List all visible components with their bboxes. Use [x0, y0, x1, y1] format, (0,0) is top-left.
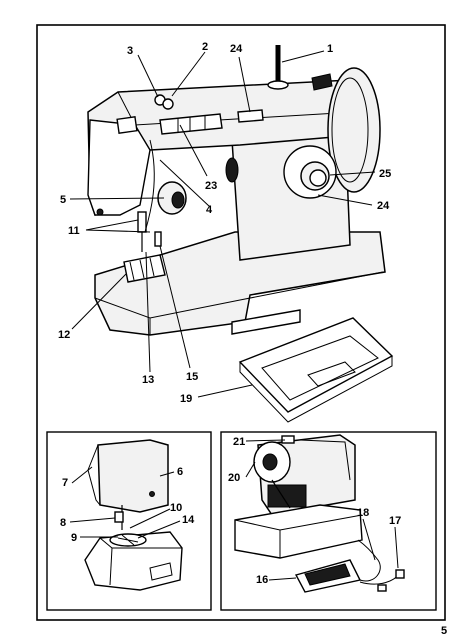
callout-21: 21 [233, 436, 245, 448]
callout-9: 9 [71, 532, 77, 544]
inset-right-callout-labels: 21 20 16 18 17 [228, 436, 401, 586]
inset-left-frame [46, 431, 212, 611]
inset-left-callout-lines [69, 466, 181, 539]
page-number: 5 [441, 625, 447, 637]
callout-22: 23 [205, 180, 217, 192]
callout-25: 25 [379, 168, 391, 180]
callout-12: 12 [58, 329, 70, 341]
callout-1: 1 [327, 43, 333, 55]
callout-10: 10 [170, 502, 182, 514]
callout-4: 4 [206, 204, 213, 216]
callout-23: 24 [230, 43, 243, 55]
main-callout-labels: 1 2 3 24 23 4 5 11 12 13 15 19 25 24 [58, 41, 391, 405]
callout-18: 18 [357, 507, 369, 519]
main-callout-lines [69, 50, 376, 398]
callout-3: 3 [127, 45, 133, 57]
main-machine-drawing [87, 45, 386, 336]
callout-20: 20 [228, 472, 240, 484]
callout-19: 19 [180, 393, 192, 405]
inset-left-drawing [84, 439, 183, 591]
callout-8: 8 [60, 517, 66, 529]
callout-14: 14 [182, 514, 195, 526]
inset-right-frame [220, 431, 437, 611]
inset-left-callout-labels: 6 7 8 9 10 14 [60, 466, 195, 544]
callout-5: 5 [60, 194, 66, 206]
inset-right-drawing [234, 434, 405, 593]
inset-right-callout-lines [245, 439, 399, 581]
callout-7: 7 [62, 477, 68, 489]
extension-table-drawing [238, 317, 394, 423]
callout-24: 24 [377, 200, 390, 212]
main-frame [36, 24, 446, 621]
callout-6: 6 [177, 466, 183, 478]
callout-11: 11 [68, 225, 80, 237]
callout-17: 17 [389, 515, 401, 527]
callout-16: 16 [256, 574, 268, 586]
callout-15: 15 [186, 371, 198, 383]
callout-2: 2 [202, 41, 208, 53]
callout-13: 13 [142, 374, 154, 386]
